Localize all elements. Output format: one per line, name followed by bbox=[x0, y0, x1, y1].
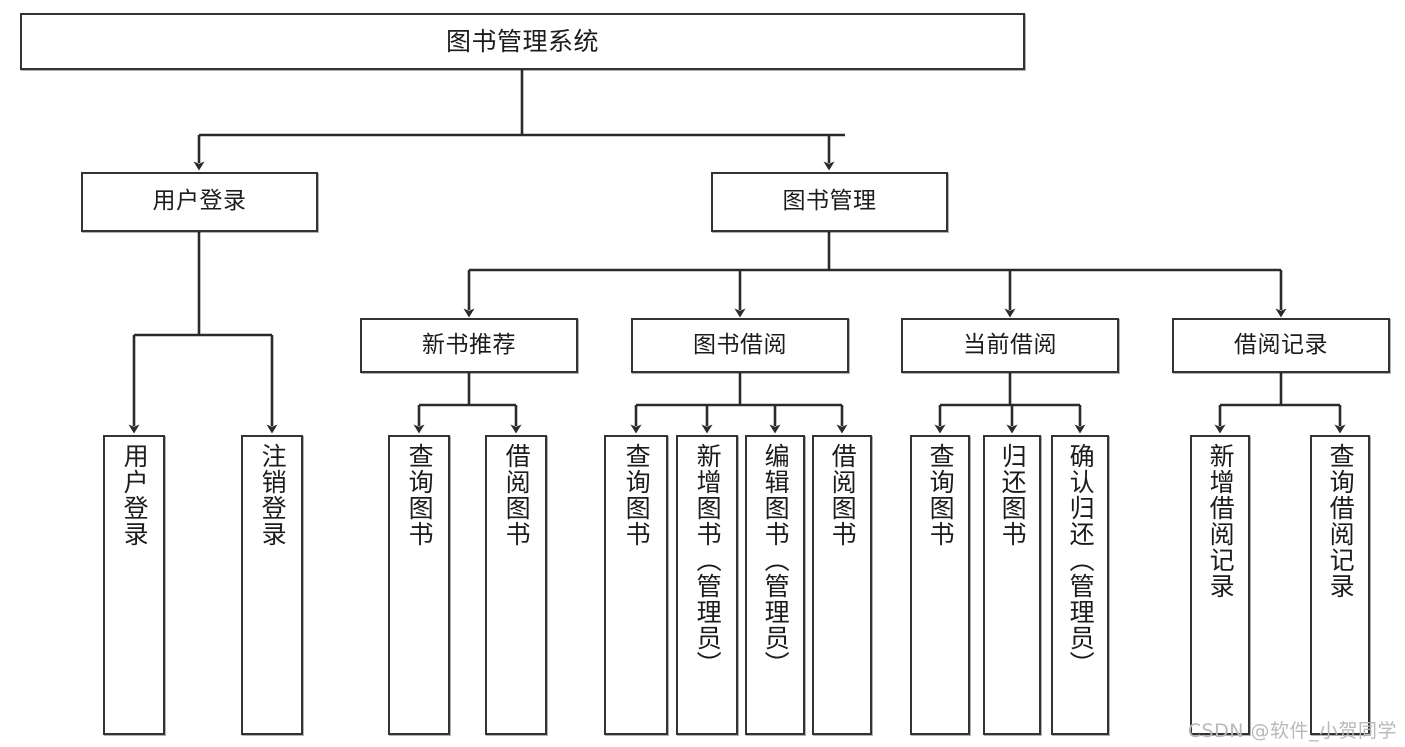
node-leaf-user-login[interactable]: 用户登录 bbox=[103, 435, 165, 735]
node-label: 新增借阅记录 bbox=[1206, 443, 1236, 599]
node-leaf-query-book-current[interactable]: 查询图书 bbox=[910, 435, 970, 735]
node-label: 新书推荐 bbox=[422, 331, 516, 358]
node-current-borrow[interactable]: 当前借阅 bbox=[901, 318, 1119, 373]
node-label: 归还图书 bbox=[998, 443, 1028, 547]
node-leaf-add-borrow-record[interactable]: 新增借阅记录 bbox=[1190, 435, 1250, 735]
node-leaf-query-book-borrow[interactable]: 查询图书 bbox=[604, 435, 668, 735]
node-new-book-recommend[interactable]: 新书推荐 bbox=[360, 318, 578, 373]
node-user-login[interactable]: 用户登录 bbox=[81, 172, 318, 232]
node-leaf-add-book[interactable]: 新增图书（管理员） bbox=[676, 435, 738, 735]
node-label: 新增图书（管理员） bbox=[693, 443, 723, 677]
node-label: 用户登录 bbox=[152, 188, 247, 215]
node-label: 用户登录 bbox=[120, 443, 150, 547]
node-label: 查询图书 bbox=[622, 443, 652, 547]
node-leaf-logout[interactable]: 注销登录 bbox=[241, 435, 303, 735]
node-label: 查询借阅记录 bbox=[1326, 443, 1356, 599]
node-leaf-return-book[interactable]: 归还图书 bbox=[983, 435, 1041, 735]
node-label: 借阅记录 bbox=[1234, 331, 1328, 358]
node-label: 图书管理 bbox=[782, 188, 877, 215]
watermark-text: CSDN @软件_小贺同学 bbox=[1187, 720, 1397, 742]
node-label: 当前借阅 bbox=[963, 331, 1057, 358]
node-label: 注销登录 bbox=[258, 443, 288, 547]
node-label: 借阅图书 bbox=[502, 443, 532, 547]
node-leaf-query-book-recommend[interactable]: 查询图书 bbox=[388, 435, 450, 735]
node-label: 编辑图书（管理员） bbox=[761, 443, 791, 677]
node-borrow-record[interactable]: 借阅记录 bbox=[1172, 318, 1390, 373]
node-label: 图书管理系统 bbox=[445, 26, 599, 56]
node-leaf-confirm-return[interactable]: 确认归还（管理员） bbox=[1051, 435, 1109, 735]
node-leaf-borrow-book[interactable]: 借阅图书 bbox=[812, 435, 872, 735]
node-label: 借阅图书 bbox=[828, 443, 858, 547]
node-book-manage[interactable]: 图书管理 bbox=[711, 172, 948, 232]
node-leaf-borrow-book-recommend[interactable]: 借阅图书 bbox=[485, 435, 547, 735]
node-label: 确认归还（管理员） bbox=[1066, 443, 1096, 677]
node-label: 查询图书 bbox=[926, 443, 956, 547]
node-leaf-edit-book[interactable]: 编辑图书（管理员） bbox=[745, 435, 805, 735]
node-label: 查询图书 bbox=[405, 443, 435, 547]
node-leaf-query-borrow-record[interactable]: 查询借阅记录 bbox=[1310, 435, 1370, 735]
node-book-borrow[interactable]: 图书借阅 bbox=[631, 318, 849, 373]
node-label: 图书借阅 bbox=[693, 331, 787, 358]
node-root-system[interactable]: 图书管理系统 bbox=[20, 13, 1025, 70]
